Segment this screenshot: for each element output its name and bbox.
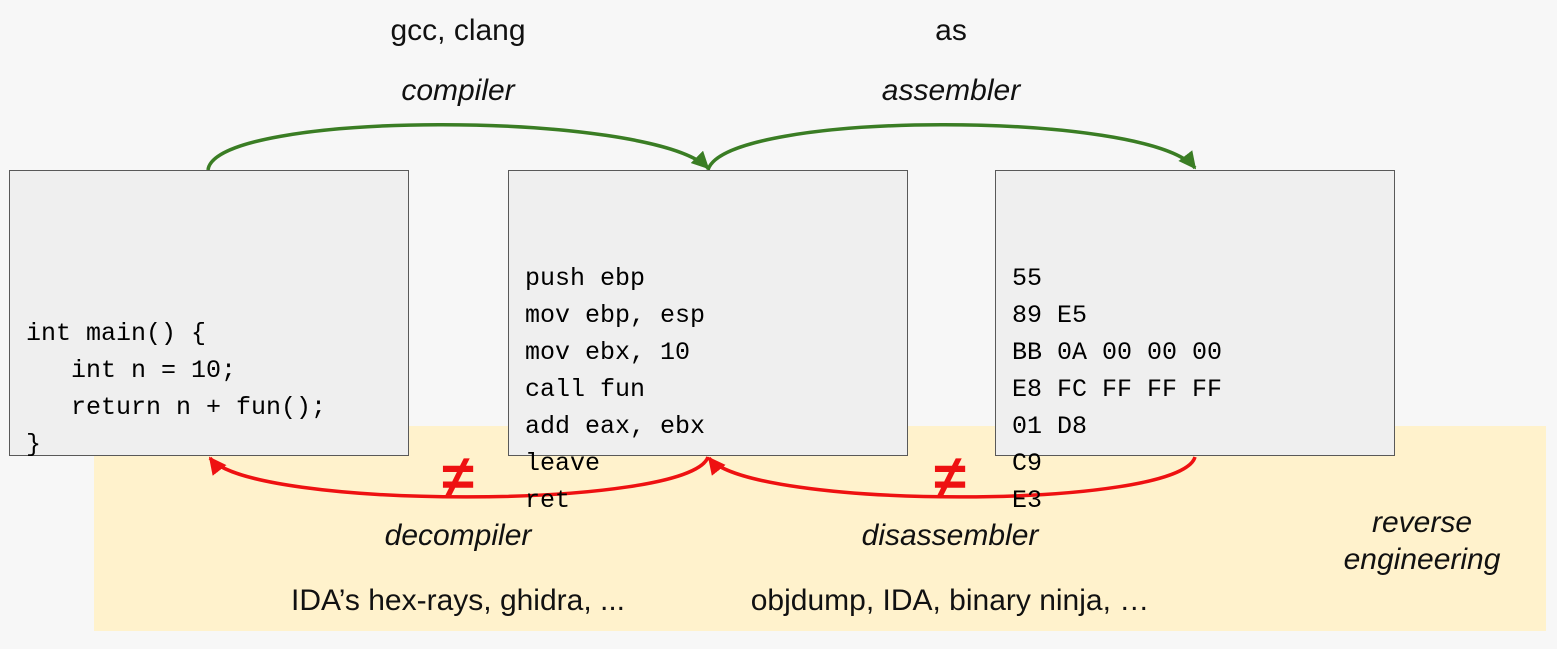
assembler-arrow	[706, 123, 1197, 171]
disassembler-arrow	[707, 456, 1197, 499]
source-line: return n + fun();	[26, 393, 327, 422]
asm-line: push ebp	[525, 264, 646, 293]
asm-line: call fun	[525, 375, 646, 404]
decompiler-label: decompiler	[384, 519, 532, 552]
disassembler-label: disassembler	[861, 519, 1039, 552]
reverse-engineering-region	[94, 426, 1546, 631]
c-source-box: int main() { int n = 10; return n + fun(…	[9, 170, 409, 459]
asm-line: leave	[525, 449, 601, 478]
decompiler-arrow	[208, 456, 710, 499]
decompiler-not-equal-mark: ≠	[442, 444, 474, 509]
asm-line: ret	[525, 486, 571, 515]
hex-line: E8 FC FF FF FF	[1012, 375, 1223, 404]
assembler-tools-label: as	[935, 14, 967, 47]
assembler-label: assembler	[881, 74, 1021, 107]
compiler-tools-label: gcc, clang	[390, 14, 526, 47]
asm-line: mov ebp, esp	[525, 301, 706, 330]
source-line: }	[26, 430, 42, 459]
reverse-engineering-label-line2: engineering	[1343, 543, 1501, 576]
disassembler-tools-label: objdump, IDA, binary ninja, …	[750, 584, 1150, 617]
hex-line: BB 0A 00 00 00	[1012, 338, 1223, 367]
source-line: int main() {	[26, 319, 207, 348]
hex-line: 89 E5	[1012, 301, 1088, 330]
decompiler-tools-label: IDA’s hex-rays, ghidra, ...	[290, 584, 626, 617]
hex-line: E3	[1012, 486, 1043, 515]
assembly-box: push ebp mov ebp, esp mov ebx, 10 call fun a…	[508, 170, 908, 515]
source-line: int n = 10;	[26, 356, 237, 385]
compiler-label: compiler	[401, 74, 515, 107]
machine-code-box: 55 89 E5 BB 0A 00 00 00 E8 FC FF FF FF 01 D8…	[995, 170, 1395, 515]
hex-line: 55	[1012, 264, 1043, 293]
hex-line: 01 D8	[1012, 412, 1088, 441]
disassembler-not-equal-mark: ≠	[934, 444, 966, 509]
asm-line: add eax, ebx	[525, 412, 706, 441]
reverse-engineering-label-line1: reverse	[1371, 506, 1473, 539]
asm-line: mov ebx, 10	[525, 338, 691, 367]
hex-line: C9	[1012, 449, 1043, 478]
compiler-arrow	[206, 123, 710, 171]
